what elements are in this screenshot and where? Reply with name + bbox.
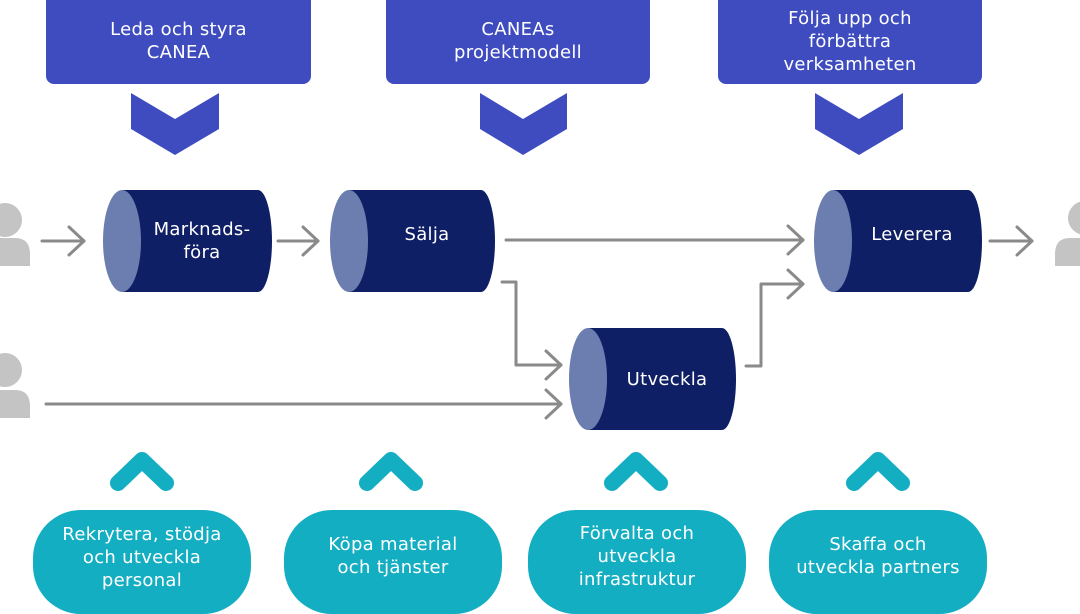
process-utveckla <box>569 328 736 430</box>
process-leverera <box>814 190 982 292</box>
process-salja <box>330 190 495 292</box>
flow-arrow <box>500 280 563 367</box>
process-marknadsfora <box>103 190 272 292</box>
flow-arrow <box>744 282 805 368</box>
arrow-icon <box>544 349 563 381</box>
management-label: Leda och styra CANEA <box>110 19 247 63</box>
person-icon <box>0 203 30 266</box>
arrow-icon <box>67 225 86 257</box>
management-label: Följa upp och förbättra verksamheten <box>783 7 917 75</box>
arrow-icon <box>301 225 320 257</box>
management-box: Leda och styra CANEA <box>46 0 311 84</box>
management-box: CANEAs projektmodell <box>386 0 650 84</box>
arrow-icon <box>544 388 563 420</box>
support-pill: Förvalta och utveckla infrastruktur <box>528 510 746 614</box>
support-label: Köpa material och tjänster <box>328 534 458 578</box>
person-icon <box>1055 201 1080 266</box>
support-label: Rekrytera, stödja och utveckla personal <box>62 523 222 591</box>
chevron-up-icon <box>846 452 910 491</box>
support-label: Förvalta och utveckla infrastruktur <box>578 522 696 590</box>
management-box: Följa upp och förbättra verksamheten <box>718 0 982 84</box>
process-label: Utveckla <box>626 368 708 390</box>
process-label: Marknads- föra <box>153 219 251 263</box>
support-pill: Köpa material och tjänster <box>284 510 502 614</box>
support-label: Skaffa och utveckla partners <box>796 534 960 578</box>
chevron-down-icon <box>131 93 219 155</box>
chevron-up-icon <box>110 452 174 491</box>
chevron-up-icon <box>359 452 423 491</box>
process-label: Leverera <box>871 223 953 245</box>
chevron-down-icon <box>480 93 567 155</box>
diagram-graphics <box>0 93 1080 491</box>
management-label: CANEAs projektmodell <box>454 19 582 63</box>
support-pill: Rekrytera, stödja och utveckla personal <box>33 510 251 614</box>
chevron-down-icon <box>815 93 903 155</box>
arrow-icon <box>1015 225 1034 257</box>
chevron-up-icon <box>604 452 668 491</box>
arrow-icon <box>786 268 805 300</box>
support-pill: Skaffa och utveckla partners <box>769 510 987 614</box>
person-icon <box>0 353 30 418</box>
arrow-icon <box>786 224 805 256</box>
process-label: Sälja <box>404 223 450 245</box>
